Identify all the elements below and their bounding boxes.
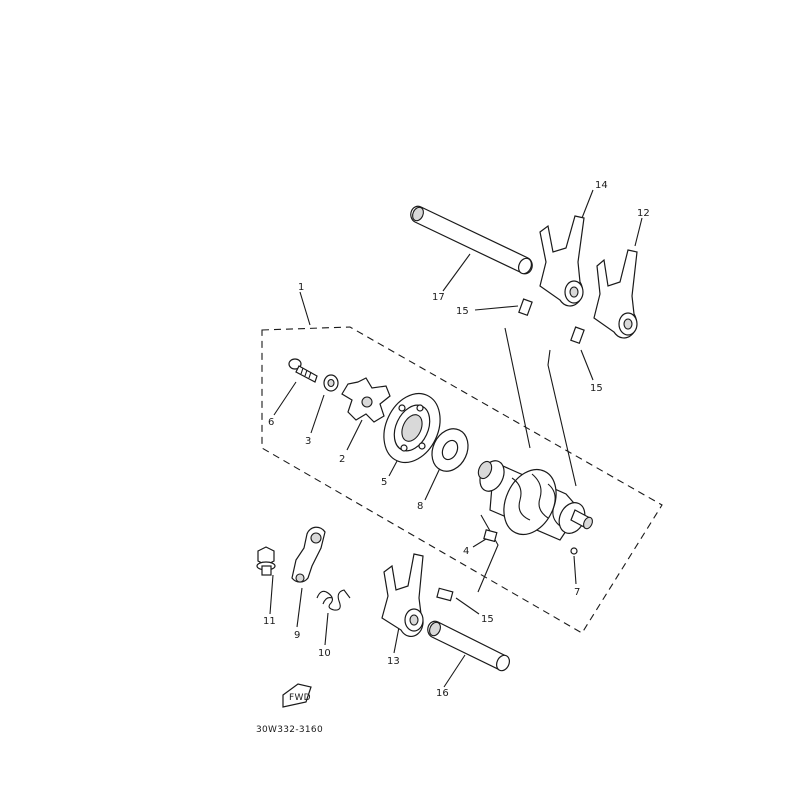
- label-10: 10: [318, 648, 331, 659]
- label-12: 12: [637, 208, 650, 219]
- label-15-upper-left: 15: [456, 306, 469, 317]
- washer-large: [431, 428, 469, 472]
- fwd-text: FWD: [289, 693, 311, 703]
- label-8: 8: [417, 501, 423, 512]
- label-13: 13: [387, 656, 400, 667]
- bolt: [256, 546, 276, 576]
- label-11: 11: [263, 616, 276, 627]
- part-labels: 1 2 3 4 5 6 7 8 9 10 11 12 13 14 15 15 1…: [263, 180, 650, 699]
- label-9: 9: [294, 630, 300, 641]
- pin-upper-right: [570, 326, 585, 345]
- label-1: 1: [298, 282, 304, 293]
- label-16: 16: [436, 688, 449, 699]
- pin-upper-left: [518, 298, 533, 317]
- label-3: 3: [305, 436, 311, 447]
- label-2: 2: [339, 454, 345, 465]
- shift-fork-14: [539, 215, 585, 307]
- label-15-upper-right: 15: [590, 383, 603, 394]
- stopper-segment: [341, 377, 391, 423]
- label-4: 4: [463, 546, 469, 557]
- guide-bar-short: [427, 620, 511, 672]
- shift-fork-12: [593, 249, 638, 339]
- drawing-code: 30W332-3160: [256, 725, 323, 735]
- label-5: 5: [381, 477, 387, 488]
- fwd-arrow-icon: FWD: [282, 683, 312, 708]
- assembly-boundary: [261, 326, 663, 634]
- screw: [288, 358, 318, 383]
- label-17: 17: [432, 292, 445, 303]
- lever-plate: [291, 526, 326, 583]
- small-pin: [570, 547, 578, 555]
- pin-lower: [436, 587, 454, 602]
- label-6: 6: [268, 417, 274, 428]
- label-14: 14: [595, 180, 608, 191]
- leader-lines: [269, 189, 643, 688]
- label-7: 7: [574, 587, 580, 598]
- torsion-spring: [316, 589, 351, 611]
- label-15-lower: 15: [481, 614, 494, 625]
- bearing: [383, 392, 441, 464]
- guide-bar-long: [410, 205, 533, 275]
- washer-small: [323, 374, 339, 392]
- shift-fork-13: [381, 553, 424, 637]
- dowel-pin: [483, 529, 498, 543]
- shift-drum: [477, 460, 593, 541]
